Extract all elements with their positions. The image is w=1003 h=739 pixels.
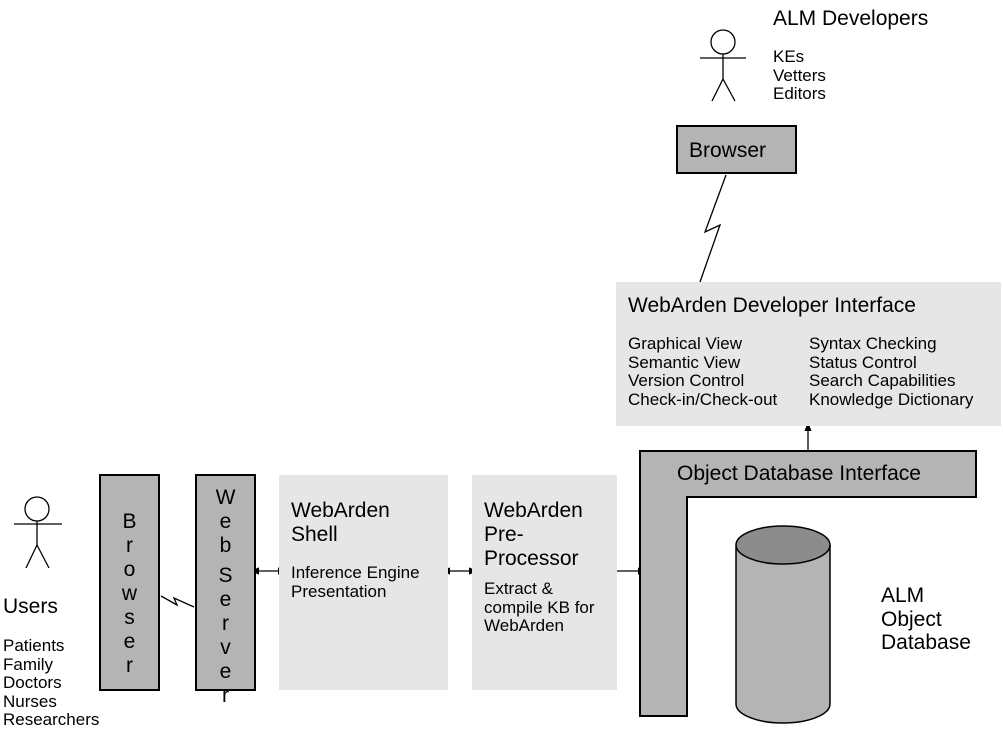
feature-item: Status Control [809,352,917,372]
feature-item: Semantic View [628,352,741,372]
letter: r [222,612,229,635]
shell-item: Presentation [291,581,387,601]
shell-item: Inference Engine [291,563,420,582]
preprocessor-item: WebArden [484,616,565,635]
developer-role: KEs [773,47,805,66]
web-server-label-server: S e r v e r [197,564,254,708]
database-label-line: Database [881,631,971,654]
preprocessor-title-line: Pre- [484,523,524,546]
user-role: Family [3,654,54,674]
letter: e [219,510,232,533]
feature-item: Knowledge Dictionary [809,389,974,409]
user-role: Nurses [3,691,57,711]
object-db-interface-shape [639,450,977,717]
feature-item: Graphical View [628,334,743,353]
developer-role: Vetters [773,65,826,85]
developer-role: Editors [773,84,826,103]
letter: e [123,630,136,653]
developers-title: ALM Developers [773,7,929,30]
preprocessor-item: compile KB for [484,597,595,617]
user-figure-icon [14,496,62,569]
letter: o [123,558,136,581]
feature-item: Search Capabilities [809,371,956,390]
web-server-label-web: W e b [197,486,254,558]
preprocessor-title-line: WebArden [484,499,583,522]
database-label: ALM Object Database [881,584,971,655]
webarden-shell-box: WebArden Shell Inference Engine Presenta… [279,475,448,690]
letter: r [126,534,133,557]
developer-interface-box: WebArden Developer Interface Graphical V… [616,282,1001,426]
developer-roles: KEs Vetters Editors [773,47,826,104]
letter: v [220,636,231,659]
user-browser-label: B r o w s e r [101,510,158,678]
letter: W [215,486,236,509]
database-label-line: Object [881,607,942,631]
preprocessor-item: Extract & [484,579,553,598]
letter: s [124,606,135,629]
letter: r [222,684,229,707]
users-title: Users [3,595,58,618]
feature-item: Syntax Checking [809,334,937,353]
feature-item: Version Control [628,371,745,390]
developer-interface-features-right: Syntax Checking Status Control Search Ca… [809,334,974,409]
preprocessor-title: WebArden Pre- Processor [484,499,583,571]
webarden-preprocessor-box: WebArden Pre- Processor Extract & compil… [472,475,617,690]
database-cylinder-icon [735,525,831,724]
letter: w [121,582,138,605]
developer-interface-title: WebArden Developer Interface [628,294,916,317]
developer-interface-features-left: Graphical View Semantic View Version Con… [628,334,778,409]
letter: B [122,510,137,533]
shell-items: Inference Engine Presentation [291,563,420,601]
shell-title-line: WebArden [291,499,390,522]
feature-item: Check-in/Check-out [628,389,778,409]
user-network-link [160,595,195,608]
object-db-interface-label: Object Database Interface [677,462,921,485]
web-server-box: W e b S e r v e r [195,474,256,707]
letter: e [219,588,232,611]
dev-network-link [699,174,727,283]
shell-title-line: Shell [291,523,338,546]
developer-browser-label: Browser [689,139,767,162]
shell-title: WebArden Shell [291,499,390,547]
user-browser-box: B r o w s e r [99,474,160,691]
user-role: Researchers [3,710,100,729]
preprocessor-items: Extract & compile KB for WebArden [484,579,595,636]
letter: r [126,654,133,677]
developer-browser-box: Browser [676,125,797,174]
developer-figure-icon [700,29,746,102]
letter: b [219,534,232,557]
letter: S [218,564,233,587]
letter: e [219,660,232,683]
user-role: Patients [3,636,65,655]
preprocessor-title-line: Processor [484,547,579,570]
user-roles: Patients Family Doctors Nurses Researche… [3,636,100,730]
user-role: Doctors [3,673,62,692]
database-label-line: ALM [881,584,925,607]
